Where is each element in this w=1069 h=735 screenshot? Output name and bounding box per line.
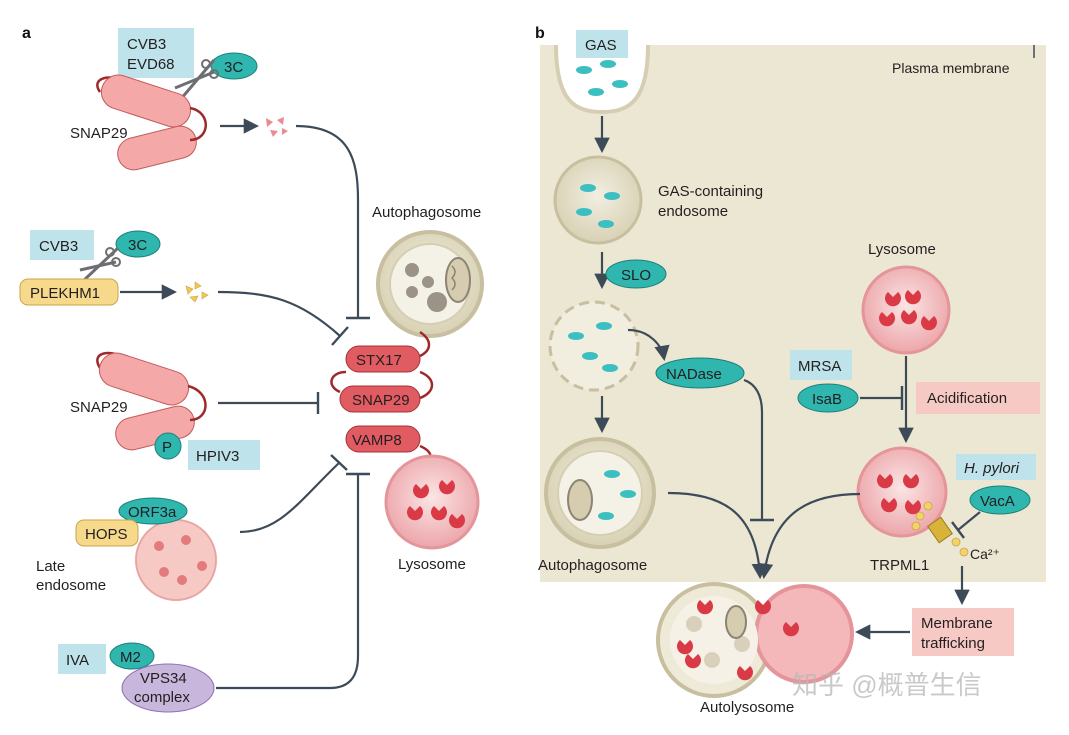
late-endosome-icon xyxy=(135,519,217,601)
acidification-box xyxy=(916,382,1040,414)
vps34-label-1: VPS34 xyxy=(140,670,187,687)
trpml1-label: TRPML1 xyxy=(870,557,929,574)
stx17-helix xyxy=(345,345,421,373)
lysosome-a-icon xyxy=(384,454,480,550)
calcium-label: Ca²⁺ xyxy=(970,546,1000,562)
orf3a-oval xyxy=(118,497,188,525)
gas-endosome-label-1: GAS-containing xyxy=(658,183,763,200)
calcium-ions-icon xyxy=(911,501,969,557)
m2-oval xyxy=(109,642,155,670)
mrsa-box xyxy=(790,350,852,380)
vaca-label: VacA xyxy=(980,493,1015,510)
membrane-trafficking-label-1: Membrane xyxy=(921,615,993,632)
pathogen-evd68-label: EVD68 xyxy=(127,56,175,73)
snap29-helix xyxy=(339,385,421,413)
pathogen-box-cvb3-evd68 xyxy=(118,28,194,78)
pathogen-box-cvb3 xyxy=(30,230,94,260)
m2-label: M2 xyxy=(120,649,141,666)
pathogen-cvb3-label-2: CVB3 xyxy=(39,238,78,255)
membrane-trafficking-box xyxy=(912,608,1014,656)
lysosome-b-icon xyxy=(861,265,951,355)
membrane-trafficking-label-2: trafficking xyxy=(921,635,985,652)
vps34-complex-oval xyxy=(121,663,215,713)
gas-bacteria-icon xyxy=(576,60,628,96)
cleavage-fragments-yellow xyxy=(185,281,209,303)
phospho-label: P xyxy=(162,439,172,456)
phospho-icon xyxy=(154,432,182,460)
gas-label: GAS xyxy=(585,37,617,54)
protease-3c-oval xyxy=(210,52,258,80)
vamp8-label: VAMP8 xyxy=(352,432,402,449)
late-endosome-label-2: endosome xyxy=(36,577,106,594)
vps34-label-2: complex xyxy=(134,689,190,706)
plekhm1-box xyxy=(19,278,119,306)
watermark-text: 知乎 @概普生信 xyxy=(792,670,982,700)
protease-3c-label-2: 3C xyxy=(128,237,147,254)
nadase-label: NADase xyxy=(666,366,722,383)
gas-box xyxy=(576,30,628,58)
lysosome-a-label: Lysosome xyxy=(398,556,466,573)
snap29-top-label: SNAP29 xyxy=(70,125,128,142)
autophagosome-a-label: Autophagosome xyxy=(372,204,481,221)
isab-label: IsaB xyxy=(812,391,842,408)
vamp8-helix xyxy=(345,425,421,453)
snap29-snare-label: SNAP29 xyxy=(352,392,410,409)
h-pylori-box xyxy=(956,454,1036,480)
scissors-icon xyxy=(79,246,121,284)
h-pylori-label: H. pylori xyxy=(964,460,1020,477)
panel-b-label: b xyxy=(535,25,545,42)
trpml1-channel-icon xyxy=(927,516,953,544)
pathogen-box-iva xyxy=(58,644,106,674)
inhibition-line-1 xyxy=(295,124,360,318)
nadase-oval xyxy=(655,357,745,389)
acidification-label: Acidification xyxy=(927,390,1007,407)
autophagosome-b-label: Autophagosome xyxy=(538,557,647,574)
hops-box xyxy=(75,519,139,547)
snap29-cleaved-icon xyxy=(96,74,207,171)
pathogen-cvb3-label: CVB3 xyxy=(127,36,166,53)
plekhm1-label: PLEKHM1 xyxy=(30,285,100,302)
protease-3c-oval-2 xyxy=(115,230,161,258)
orf3a-label: ORF3a xyxy=(128,504,177,521)
vaca-oval xyxy=(969,485,1031,515)
damaged-endosome-icon xyxy=(548,300,640,392)
snare-complex xyxy=(330,330,434,466)
host-cell-cytoplasm xyxy=(540,45,1046,582)
slo-oval xyxy=(605,259,667,289)
protease-3c-label: 3C xyxy=(224,59,243,76)
mrsa-label: MRSA xyxy=(798,358,841,375)
plasma-membrane-label: Plasma membrane xyxy=(892,60,1010,76)
slo-label: SLO xyxy=(621,267,651,284)
snap29-mid-label: SNAP29 xyxy=(70,399,128,416)
pathogen-hpiv3-label: HPIV3 xyxy=(196,448,239,465)
hops-label: HOPS xyxy=(85,526,128,543)
gas-endosome-icon xyxy=(553,155,643,245)
cleavage-fragments-red xyxy=(266,117,288,137)
pathogen-iva-label: IVA xyxy=(66,652,89,669)
autolysosome-label: Autolysosome xyxy=(700,699,794,716)
lysosome-a-enzymes xyxy=(407,480,465,529)
pathogen-box-hpiv3 xyxy=(188,440,260,470)
gas-invagination xyxy=(554,44,650,115)
scissors-icon xyxy=(174,59,219,101)
stx17-label: STX17 xyxy=(356,352,402,369)
lysosome-b-label: Lysosome xyxy=(868,241,936,258)
lysosome-trpml1-icon xyxy=(856,446,948,538)
isab-oval xyxy=(797,383,859,413)
panel-a-label: a xyxy=(22,25,31,42)
gas-endosome-label-2: endosome xyxy=(658,203,728,220)
late-endosome-label-1: Late xyxy=(36,558,65,575)
